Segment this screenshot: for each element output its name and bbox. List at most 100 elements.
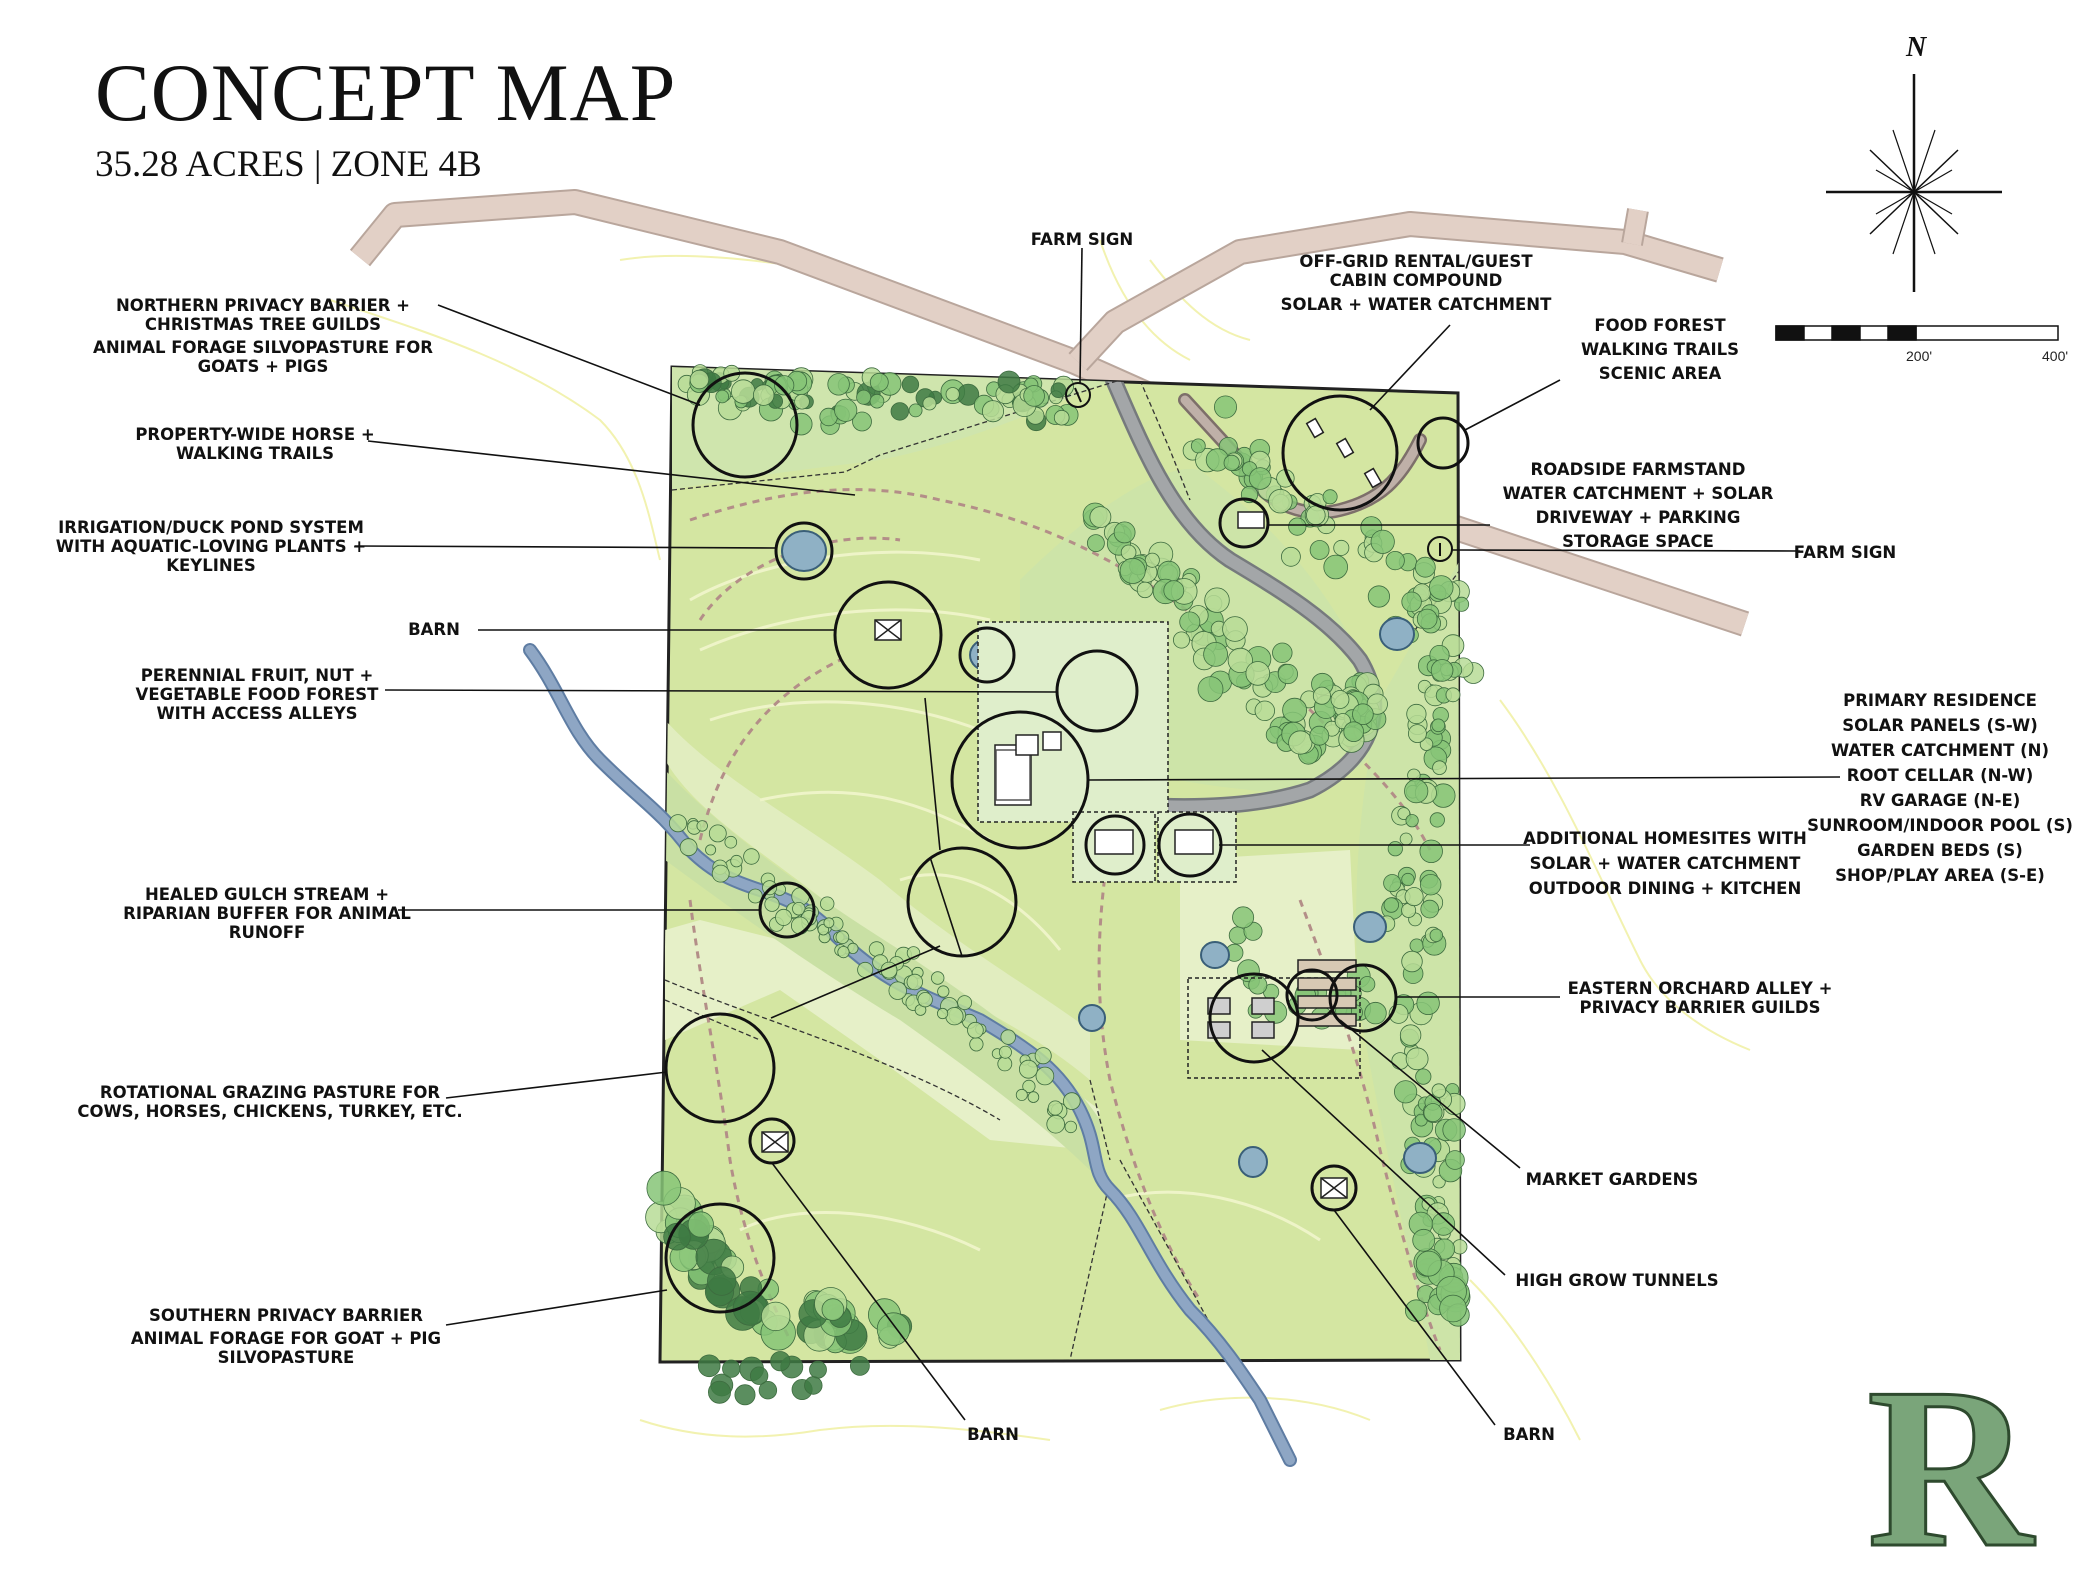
tree-canopy <box>936 1007 949 1020</box>
callout-circle <box>833 580 943 690</box>
tree-canopy <box>1364 1001 1387 1025</box>
tree-canopy <box>1431 718 1446 733</box>
callout-circle <box>664 1012 776 1124</box>
tree-canopy <box>982 400 1005 423</box>
tree-canopy <box>761 1301 791 1332</box>
tree-canopy <box>1409 938 1424 953</box>
tree-canopy <box>1035 1066 1055 1086</box>
callout-circle <box>1281 394 1399 512</box>
label-roadside-farmstand: ROADSIDE FARMSTAND WATER CATCHMENT + SOL… <box>1502 460 1774 551</box>
tree-canopy <box>1397 807 1411 820</box>
tree-canopy <box>1370 529 1395 554</box>
callout-circle <box>1218 497 1270 549</box>
label-southern-privacy: SOUTHERN PRIVACY BARRIER ANIMAL FORAGE F… <box>130 1306 442 1367</box>
farmstand-building <box>1237 511 1265 529</box>
tree-canopy <box>1416 991 1440 1016</box>
tree-canopy <box>1064 1120 1078 1134</box>
tree-canopy <box>1272 642 1293 664</box>
tree-canopy <box>1430 659 1454 682</box>
tree-canopy <box>997 1056 1013 1072</box>
tree-canopy <box>835 930 850 944</box>
tree-canopy <box>1047 1100 1063 1116</box>
tree-canopy <box>1254 700 1276 722</box>
tree-canopy <box>1387 841 1403 857</box>
tree-canopy <box>1087 534 1105 552</box>
tree-canopy <box>792 902 806 916</box>
tree-canopy <box>1429 812 1445 828</box>
farm-sign-icon <box>1074 387 1082 403</box>
tree-canopy <box>1034 1047 1052 1065</box>
tree-canopy <box>931 971 945 985</box>
tree-canopy <box>1431 1083 1447 1098</box>
label-guest-cabin: OFF-GRID RENTAL/GUEST CABIN COMPOUND SOL… <box>1280 252 1552 314</box>
tree-canopy <box>967 1021 984 1039</box>
tree-canopy <box>1204 587 1230 613</box>
tree-canopy <box>1423 1103 1443 1123</box>
tree-canopy <box>705 844 717 856</box>
tree-canopy <box>734 1384 756 1406</box>
tree-canopy <box>1232 906 1255 929</box>
tree-canopy <box>998 1045 1012 1059</box>
tree-canopy <box>804 1376 823 1395</box>
tree-canopy <box>1414 556 1436 578</box>
tree-canopy <box>1050 382 1067 399</box>
tree-canopy <box>1027 1091 1040 1103</box>
page-subtitle: 35.28 ACRES | ZONE 4B <box>95 144 482 185</box>
tree-canopy <box>922 396 937 411</box>
label-barn-southeast: BARN <box>1503 1425 1555 1444</box>
tree-canopy <box>696 820 708 832</box>
tree-canopy <box>1419 839 1443 864</box>
tree-canopy <box>820 896 835 911</box>
tree-canopy <box>1359 976 1376 993</box>
callout-circles <box>664 371 1470 1314</box>
tree-canopy <box>1089 506 1112 528</box>
label-food-forest-ne: FOOD FOREST WALKING TRAILS SCENIC AREA <box>1580 316 1740 383</box>
tree-canopy <box>1420 899 1439 919</box>
tree-canopy <box>1352 703 1374 725</box>
tree-canopy <box>1401 591 1422 613</box>
cabin <box>1335 437 1355 459</box>
callout-circle <box>958 626 1016 684</box>
tree-canopy <box>869 393 885 409</box>
label-eastern-orchard: EASTERN ORCHARD ALLEY + PRIVACY BARRIER … <box>1567 979 1833 1017</box>
tree-canopy <box>1323 554 1348 580</box>
callout-circle <box>1055 649 1139 733</box>
tree-canopy <box>1120 544 1137 561</box>
barn-symbol <box>1320 1177 1348 1199</box>
tree-canopy <box>724 835 738 849</box>
tree-canopy <box>711 864 730 883</box>
pond <box>781 530 827 572</box>
tree-canopy <box>708 824 727 843</box>
tree-canopy <box>1282 697 1307 723</box>
tree-canopy <box>1412 1228 1436 1252</box>
tree-canopy <box>1439 1294 1467 1323</box>
pasture-paddock <box>665 920 1100 1150</box>
tree-canopy <box>937 985 950 998</box>
callout-circle <box>664 1202 776 1314</box>
tree-canopy <box>1399 832 1413 846</box>
label-market-gardens: MARKET GARDENS <box>1525 1170 1699 1189</box>
tree-canopy <box>774 375 795 396</box>
scale-bar <box>1775 325 2059 341</box>
tree-canopy <box>1268 489 1293 514</box>
tree-canopy <box>1227 647 1253 674</box>
tree-canopy <box>1277 663 1299 685</box>
tree-canopy <box>1401 872 1415 887</box>
tree-canopy <box>1419 874 1442 896</box>
tree-canopy <box>1322 489 1338 505</box>
tree-canopy <box>823 917 835 929</box>
tree-canopy <box>789 412 813 436</box>
tree-canopy <box>1431 1212 1456 1236</box>
grow-tunnel <box>1251 1021 1275 1039</box>
callout-circle <box>774 521 834 581</box>
barn-symbol <box>761 1131 789 1153</box>
tree-canopy <box>850 1356 870 1376</box>
tree-canopy <box>1288 517 1307 536</box>
label-northern-privacy: NORTHERN PRIVACY BARRIER + CHRISTMAS TRE… <box>93 296 433 376</box>
label-rotational-grazing: ROTATIONAL GRAZING PASTURE FOR COWS, HOR… <box>77 1083 463 1121</box>
label-additional-homesites: ADDITIONAL HOMESITES WITH SOLAR + WATER … <box>1523 829 1807 898</box>
tree-canopy <box>1394 1080 1418 1104</box>
tree-canopy <box>1404 1299 1428 1322</box>
tree-canopy <box>679 838 698 857</box>
tree-canopy <box>753 384 775 406</box>
